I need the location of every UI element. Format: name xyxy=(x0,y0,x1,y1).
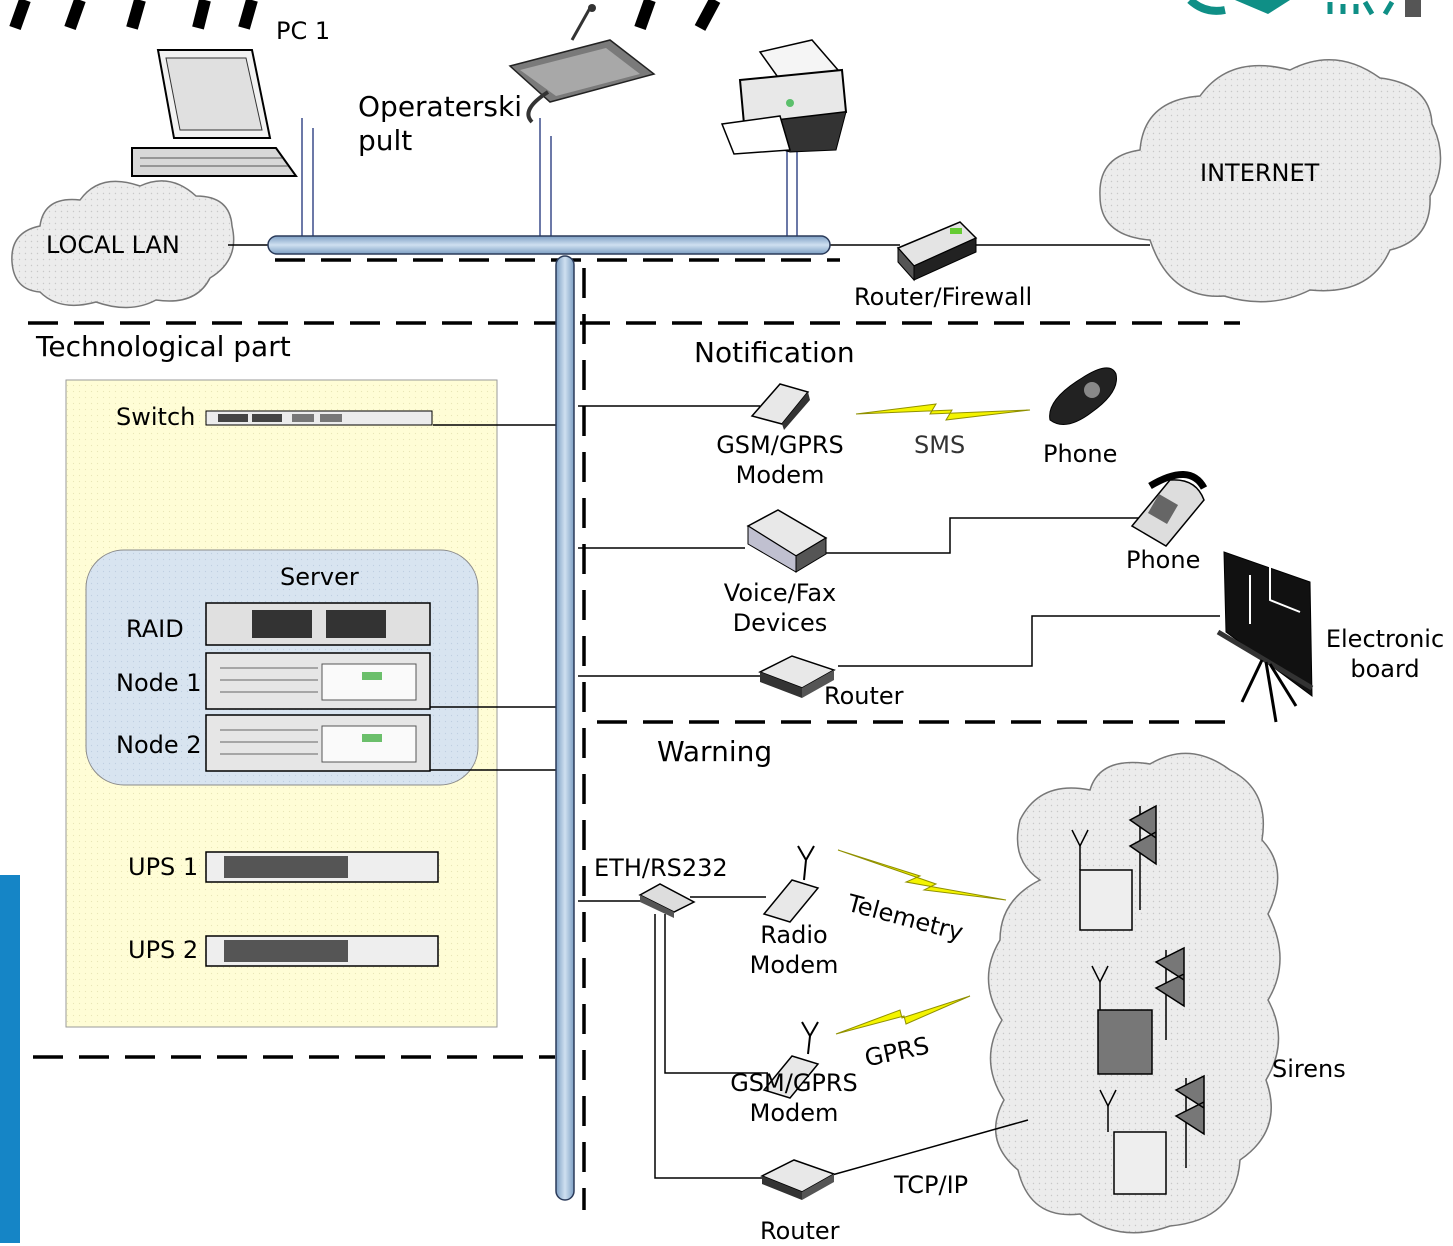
gsm-modem-warning-label: GSM/GPRS Modem xyxy=(714,1068,874,1128)
gsm-modem-label-line-2: Modem xyxy=(735,461,825,489)
tcpip-label: TCP/IP xyxy=(894,1171,969,1199)
radio-modem-label: Radio Modem xyxy=(734,920,854,980)
microphone-console-icon xyxy=(508,4,656,124)
gprs-lightning-icon xyxy=(835,995,971,1035)
siren-icon xyxy=(1091,946,1185,1075)
desk-phone-label: Phone xyxy=(1126,546,1201,574)
node-2-icon xyxy=(205,714,431,772)
radio-modem-icon xyxy=(762,845,820,923)
notification-title: Notification xyxy=(694,336,855,369)
router-icon xyxy=(758,655,836,698)
laptop-icon xyxy=(131,49,298,177)
vertical-bus xyxy=(555,255,575,1201)
sirens-cloud xyxy=(987,752,1281,1234)
gsm-modem-warning-label-line-2: Modem xyxy=(749,1099,839,1127)
sms-lightning-icon xyxy=(855,403,1031,421)
router-label: Router xyxy=(824,682,904,710)
warning-title: Warning xyxy=(657,735,773,768)
pc-label: PC 1 xyxy=(276,17,331,45)
console-label-line-2: pult xyxy=(358,124,413,157)
gsm-modem-warning-icon xyxy=(762,1021,820,1099)
desk-phone-icon xyxy=(1130,471,1208,547)
ups-2-label: UPS 2 xyxy=(128,936,199,964)
horizontal-bus xyxy=(267,235,831,255)
internet-label: INTERNET xyxy=(1200,159,1320,187)
electronic-board-icon xyxy=(1216,551,1314,723)
siren-icon xyxy=(1099,1074,1205,1195)
electronic-board-label: Electronic board xyxy=(1320,624,1450,684)
electronic-board-label-line-2: board xyxy=(1350,655,1420,683)
console-label: Operaterski pult xyxy=(358,90,522,158)
ups-1-icon xyxy=(205,851,439,883)
mobile-phone-icon xyxy=(1049,367,1117,425)
node-1-label: Node 1 xyxy=(116,669,202,697)
radio-modem-label-line-1: Radio xyxy=(760,921,828,949)
switch-icon xyxy=(205,410,433,426)
voice-fax-label-line-1: Voice/Fax xyxy=(723,579,837,607)
technological-part-title: Technological part xyxy=(36,330,291,363)
sms-label: SMS xyxy=(914,431,966,459)
siren-icon xyxy=(1071,804,1157,931)
mobile-phone-label: Phone xyxy=(1043,440,1118,468)
eth-rs232-converter-icon xyxy=(638,883,696,918)
logo-fragment xyxy=(1187,0,1421,17)
voice-fax-icon xyxy=(746,509,828,573)
left-accent-bar xyxy=(0,875,20,1243)
voice-fax-label-line-2: Devices xyxy=(732,609,828,637)
server-label: Server xyxy=(280,563,359,591)
electronic-board-label-line-1: Electronic xyxy=(1325,625,1445,653)
title-fragment xyxy=(9,0,721,31)
router-firewall-icon xyxy=(896,221,978,282)
local-lan-cloud xyxy=(11,180,235,309)
switch-label: Switch xyxy=(116,403,196,431)
radio-modem-label-line-2: Modem xyxy=(749,951,839,979)
gsm-modem-icon xyxy=(750,383,810,430)
gsm-modem-label: GSM/GPRS Modem xyxy=(700,430,860,490)
sirens-label: Sirens xyxy=(1272,1055,1346,1083)
voice-fax-label: Voice/Fax Devices xyxy=(700,578,860,638)
internet-cloud xyxy=(1099,59,1442,303)
eth-rs232-label: ETH/RS232 xyxy=(594,854,728,882)
printer-icon xyxy=(720,39,848,155)
local-lan-label: LOCAL LAN xyxy=(46,231,180,259)
node-1-icon xyxy=(205,652,431,710)
gsm-modem-label-line-1: GSM/GPRS xyxy=(716,431,844,459)
raid-icon xyxy=(205,602,431,646)
ups-2-icon xyxy=(205,935,439,967)
router-warning-label: Router xyxy=(760,1217,840,1245)
raid-label: RAID xyxy=(126,615,184,643)
gsm-modem-warning-label-line-1: GSM/GPRS xyxy=(730,1069,858,1097)
router-warning-icon xyxy=(760,1159,836,1200)
console-label-line-1: Operaterski xyxy=(358,90,523,123)
node-2-label: Node 2 xyxy=(116,731,202,759)
telemetry-lightning-icon xyxy=(837,849,1007,901)
ups-1-label: UPS 1 xyxy=(128,853,199,881)
router-firewall-label: Router/Firewall xyxy=(854,283,1033,311)
